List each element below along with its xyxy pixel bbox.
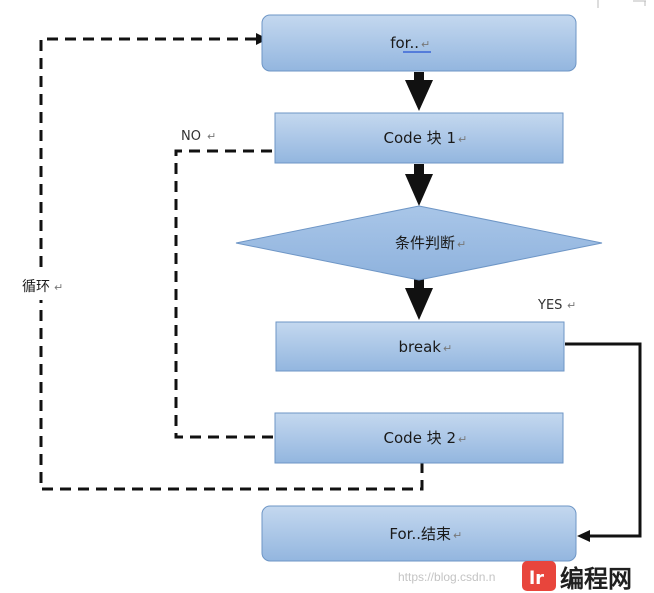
paragraph-mark: ↵ — [458, 433, 467, 446]
paragraph-mark: ↵ — [567, 299, 576, 312]
yes-label-group: YES ↵ — [537, 298, 576, 313]
flow-arrow-2 — [405, 164, 433, 206]
paragraph-mark: ↵ — [458, 133, 467, 146]
loop-label: 循环 — [22, 279, 50, 295]
watermark-brand: 编程网 — [560, 565, 632, 593]
flow-arrow-1 — [405, 72, 433, 111]
paragraph-mark: ↵ — [453, 529, 462, 542]
paragraph-mark: ↵ — [443, 342, 452, 355]
svg-text:lr: lr — [529, 568, 544, 589]
code-block-1-label: Code 块 1 — [384, 129, 456, 147]
paragraph-mark: ↵ — [457, 238, 466, 251]
for-end-node: For..结束 ↵ — [261, 505, 577, 562]
watermark-url: https://blog.csdn.n — [398, 570, 495, 584]
for-end-label: For..结束 — [389, 525, 451, 543]
code-block-2-label: Code 块 2 — [384, 429, 456, 447]
watermark-logo-icon: lr — [522, 561, 556, 591]
condition-decision-node: 条件判断 ↵ — [235, 205, 603, 281]
page-corner-marks — [597, 0, 646, 8]
paragraph-mark: ↵ — [207, 130, 216, 143]
for-start-node: for.. ↵ — [261, 14, 577, 72]
loop-back-connector — [39, 37, 424, 491]
flow-arrow-3 — [405, 278, 433, 320]
yes-branch-connector — [565, 342, 642, 538]
no-label-group: NO ↵ — [181, 129, 216, 144]
break-label: break — [399, 338, 442, 356]
code-block-1-node: Code 块 1 ↵ — [274, 112, 564, 164]
code-block-2-node: Code 块 2 ↵ — [274, 412, 564, 464]
paragraph-mark: ↵ — [421, 38, 430, 51]
condition-label: 条件判断 — [395, 234, 455, 252]
paragraph-mark: ↵ — [54, 281, 63, 294]
break-node: break ↵ — [275, 321, 565, 372]
yes-label: YES — [537, 298, 562, 313]
loop-label-background — [18, 270, 76, 300]
no-label: NO — [181, 129, 201, 144]
yes-arrowhead — [577, 530, 590, 542]
for-start-label: for.. — [390, 34, 419, 52]
no-branch-connector — [174, 149, 278, 439]
